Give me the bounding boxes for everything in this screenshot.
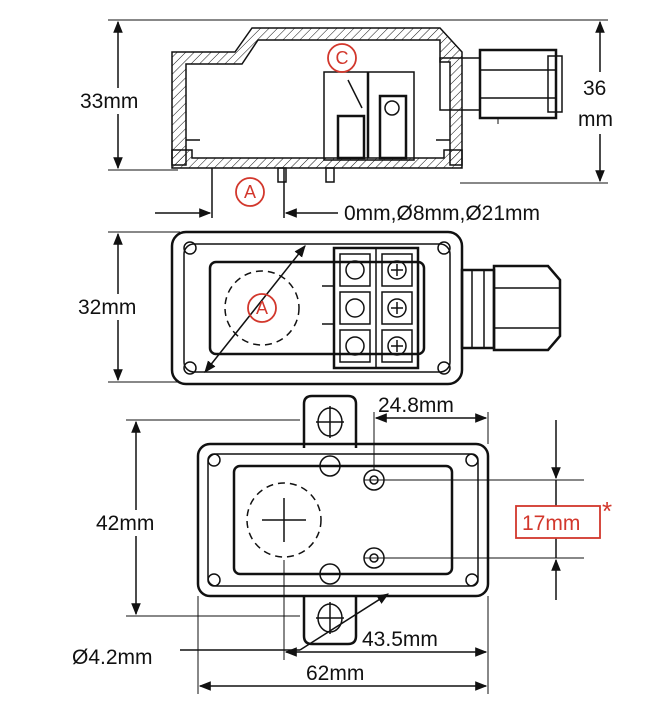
dim-4-2-label: Ø4.2mm: [72, 646, 153, 669]
dim-36-label-line2: mm: [578, 108, 613, 131]
gland-nut-top: [460, 268, 496, 350]
gland-body-side: [478, 48, 558, 120]
corner-screw-icon: [183, 361, 197, 375]
marker-c: [327, 43, 357, 73]
side-view: 33mm 36 mm 0mm,Ø8mm,Ø21mm A C: [70, 19, 626, 225]
dim-17-label: 17mm: [522, 512, 580, 535]
dim-36-label-line1: 36: [583, 77, 606, 100]
corner-screw-icon: [465, 573, 479, 587]
marker-a-side: [235, 177, 265, 207]
dim-24-8-label: 24.8mm: [378, 394, 454, 417]
switch-lever: [347, 79, 363, 109]
marker-a-top-label: A: [256, 298, 268, 318]
marker-a-top: [247, 293, 277, 323]
housing-bottom-inner: [232, 464, 454, 576]
terminal-screws-left: [339, 253, 371, 363]
corner-screw-icon: [465, 453, 479, 467]
mount-ear-top: [302, 394, 358, 448]
mount-ear-bottom: [302, 596, 358, 646]
marker-a-side-label: A: [244, 182, 256, 202]
dim-17-box: [515, 505, 601, 539]
knockout-circle-bottom: [246, 482, 322, 558]
corner-screw-icon: [183, 241, 197, 255]
housing-bottom-outline: [196, 442, 490, 598]
hole-options-label: 0mm,Ø8mm,Ø21mm: [344, 202, 540, 225]
corner-screw-icon: [437, 361, 451, 375]
dim-4-2-leader: [299, 593, 390, 651]
switch-contact-left: [336, 114, 366, 160]
dim-32-label: 32mm: [78, 296, 136, 319]
dim-17-note: *: [602, 496, 612, 526]
housing-section: [171, 27, 463, 166]
corner-screw-icon: [207, 453, 221, 467]
top-view: 32mm A: [72, 230, 562, 386]
gland-body-top: [492, 264, 562, 352]
marker-c-label: C: [336, 48, 349, 68]
dim-62-label: 62mm: [306, 662, 364, 685]
base-plate: [171, 149, 463, 169]
knockout-diameter-arrow: [204, 245, 306, 373]
dim-42-label: 42mm: [96, 512, 154, 535]
bottom-view: 42mm 24.8mm: [72, 394, 612, 694]
corner-screw-icon: [437, 241, 451, 255]
dim-33-label: 33mm: [80, 90, 138, 113]
corner-screw-icon: [207, 573, 221, 587]
dim-43-5-label: 43.5mm: [362, 628, 438, 651]
switch-contact-right: [378, 94, 408, 160]
terminal-screws-right: [381, 253, 413, 363]
